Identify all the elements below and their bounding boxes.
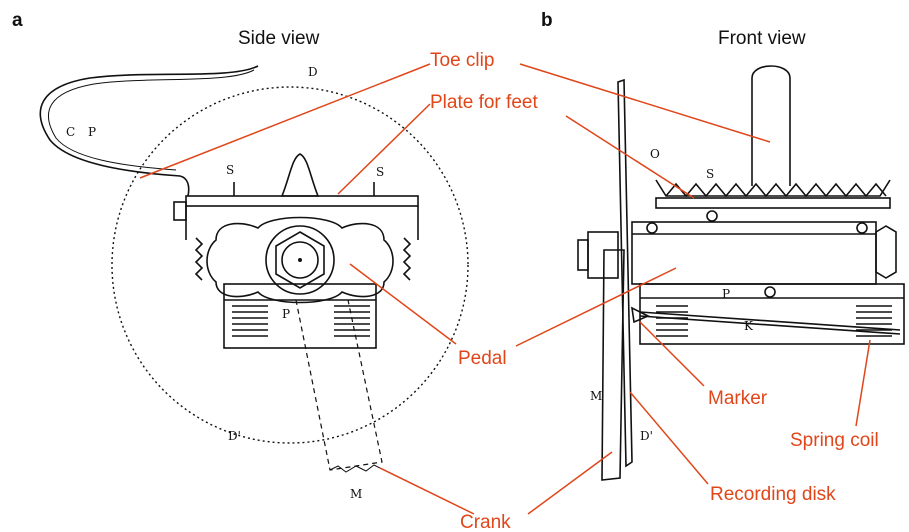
side-view-title: Side view [238,28,320,49]
leader-recording-disk [629,391,709,485]
side-recording-disk [111,86,469,444]
front-view-drawing: O S P K M D' [577,65,905,481]
front-marker-stylus [630,306,650,324]
leader-crank-front [527,451,613,515]
side-axle-hub-inner [281,241,319,279]
side-toe-clip-wire-inner [47,69,255,171]
side-spring-box [223,283,377,349]
front-letter-o: O [650,147,660,161]
side-lower-spring-left [232,305,268,337]
leader-toe-clip-side [139,63,431,179]
label-recording-disk: Recording disk [710,484,836,505]
side-letter-c: C [66,125,75,139]
front-marker-pivot [764,286,776,298]
front-letter-m: M [590,389,602,403]
front-spring-box [639,283,905,345]
front-pedal-pin-right [856,222,868,234]
front-spring-left [656,305,688,337]
side-letter-d: D [308,65,318,79]
front-letter-k: K [744,319,754,333]
front-foot-plate-sides [655,179,891,197]
side-crank [295,299,383,471]
front-recording-disk [617,78,633,468]
side-upper-spring-left [194,237,204,281]
front-plate-pivot [706,210,718,222]
front-crank-arm [601,249,625,481]
label-pedal: Pedal [458,348,507,369]
side-axle-hub-outer [265,225,335,295]
label-crank: Crank [460,512,511,532]
leader-plate-side [337,103,431,195]
leader-toe-clip-front [519,63,771,143]
front-foot-plate-serrated [665,182,887,198]
panel-a-letter: a [12,10,23,31]
front-letter-d-prime: D' [640,429,653,443]
leader-marker [639,321,705,387]
leader-pedal-front [515,267,677,347]
side-axle-center [298,258,302,262]
front-right-bearing [875,225,897,279]
side-foot-plate [185,195,419,207]
front-toe-clip-post [751,65,791,186]
side-letter-m: M [350,487,362,501]
side-letter-s1: S [226,163,234,177]
front-axle-cap [577,239,589,271]
side-letter-d-prime: D' [228,429,241,443]
front-letter-s: S [706,167,714,181]
front-letter-p: P [722,287,730,301]
side-left-nut [173,201,187,221]
front-axle-nut [587,231,619,279]
front-pedal-pin-left [646,222,658,234]
front-lever-k [639,311,901,335]
label-toe-clip: Toe clip [430,50,494,71]
side-letter-p-top: P [88,125,96,139]
label-marker: Marker [708,388,768,409]
annotation-leaders [139,63,871,515]
front-spring-right [856,305,892,337]
side-axle-nut [275,231,325,289]
panel-b-letter: b [541,10,553,31]
leader-plate-front [565,115,695,199]
side-letter-s2: S [376,165,384,179]
front-view-title: Front view [718,28,806,49]
side-plate-fin [280,153,320,197]
leader-spring-coil [855,339,871,427]
side-upper-spring-right [402,237,412,281]
front-pedal-body [631,221,877,285]
label-spring-coil: Spring coil [790,430,879,451]
side-toe-clip-wire [39,65,259,197]
front-foot-plate-base [655,197,891,209]
leader-pedal-side [349,263,457,345]
side-view-drawing: C P D S S P D' M [39,65,469,501]
label-plate-for-feet: Plate for feet [430,92,538,113]
side-crank-end [329,464,383,473]
leader-crank-side [379,467,475,515]
side-letter-p-mid: P [282,307,290,321]
